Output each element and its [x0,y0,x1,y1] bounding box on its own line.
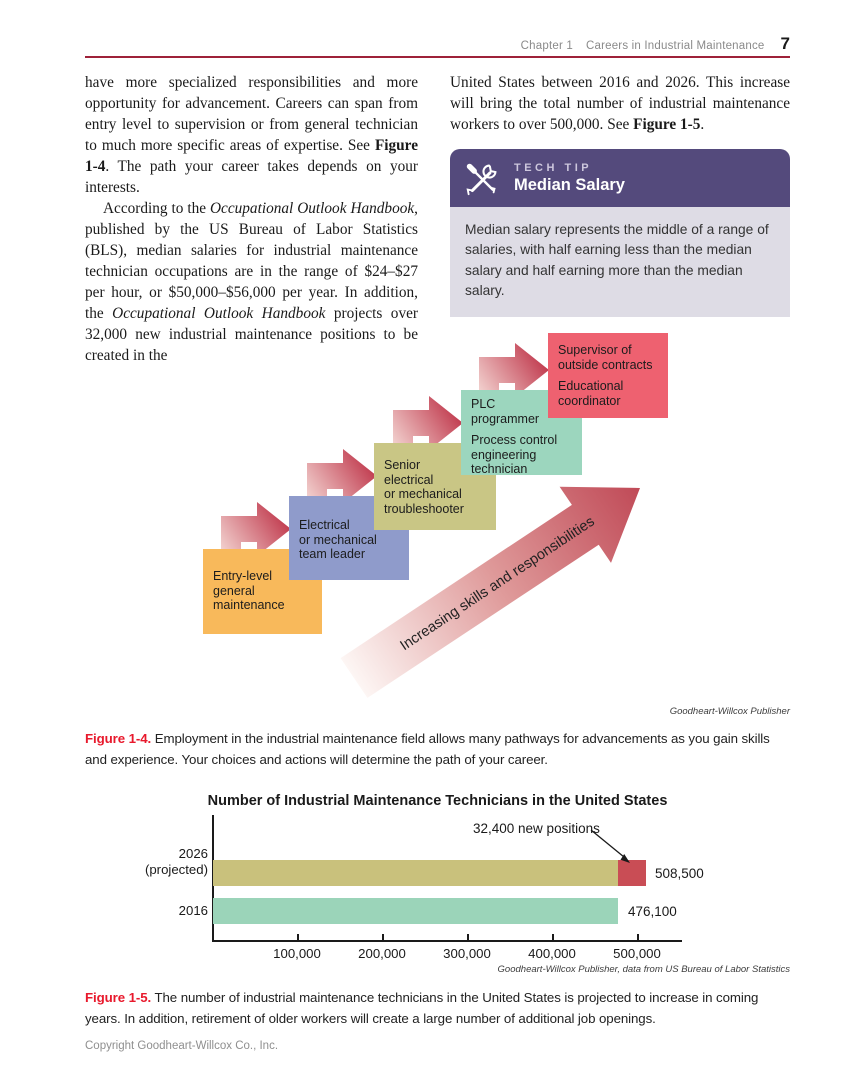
x-axis-tick-label: 400,000 [528,946,576,961]
text-segment: Figure 1-4. [85,731,152,746]
career-step-arrow-icon [221,502,291,560]
x-axis-line [212,940,682,942]
annotation-arrow-icon [590,829,630,863]
career-box-label: Entry-level general maintenance [213,569,285,612]
header-section-title: Careers in Industrial Maintenance [585,40,765,52]
skills-arrow-icon: Increasing skills and responsibilities [340,486,640,698]
career-step-arrow-icon [307,449,377,507]
figure-1-4-diagram: Increasing skills and responsibilities E… [0,332,849,725]
y-axis-line [212,815,214,941]
text-segment: Figure 1-5. [85,990,152,1005]
skills-arrow-label: Increasing skills and responsibilities [397,514,597,654]
career-box-label: Senior electrical or mechanical troubles… [384,458,464,516]
text-segment: Figure 1-5 [633,116,701,133]
figure-1-5-chart: Number of Industrial Maintenance Technic… [0,788,849,986]
text-segment: . [700,116,705,133]
text-segment: According to the [103,200,210,217]
career-box-plc-programmer: PLC programmer Process control engineeri… [461,390,582,476]
tech-tip-body: Median salary represents the middle of a… [450,207,790,318]
career-step-arrow-icon [479,343,549,401]
x-axis-tick-label: 100,000 [273,946,321,961]
x-axis-tick [382,934,384,941]
x-axis-tick [637,934,639,941]
career-step-arrow-icon [393,396,463,454]
text-segment: projects over 32,000 new industrial main… [85,305,418,364]
header-page-number: 7 [780,34,790,53]
paragraph-2: According to the Occupational Outlook Ha… [85,198,418,366]
career-box-label: Process control engineering technician [471,433,558,476]
figure-1-5-caption: Figure 1-5. The number of industrial mai… [85,988,790,1029]
career-box-supervisor: Supervisor of outside contracts Educatio… [548,333,668,418]
page-header: Chapter 1 Careers in Industrial Maintena… [85,34,790,54]
text-segment: Occupational Outlook Handbook [112,305,326,322]
tech-tip-heading-text: TECH TIP Median Salary [514,162,625,195]
header-chapter-label: Chapter 1 [520,40,573,52]
crossed-tools-icon [466,163,497,195]
tech-tip-box: TECH TIP Median Salary Median salary rep… [450,149,790,318]
career-box-label: Educational coordinator [558,379,624,408]
x-axis-tick [552,934,554,941]
tech-tip-title: Median Salary [514,175,625,194]
bar-2026-base-segment [213,860,618,886]
header-rule [85,56,790,58]
figure-1-4-caption: Figure 1-4. Employment in the industrial… [85,729,790,770]
text-segment: United States between 2016 and 2026. Thi… [450,74,790,133]
copyright-footer: Copyright Goodheart-Willcox Co., Inc. [85,1040,279,1052]
chart-annotation: 32,400 new positions [473,821,600,836]
bar-2026 [213,860,646,886]
paragraph-1: have more specialized responsibilities a… [85,72,418,198]
tech-tip-kicker: TECH TIP [514,161,593,174]
x-axis-tick-label: 200,000 [358,946,406,961]
career-box-team-leader: Electrical or mechanical team leader [289,496,409,580]
figure-1-4-credit: Goodheart-Willcox Publisher [669,706,790,717]
x-axis-tick-label: 300,000 [443,946,491,961]
text-segment: Figure 1-4 [85,137,418,175]
value-label-2026: 508,500 [655,866,704,881]
bar-2016-segment [213,898,618,924]
paragraph-3: United States between 2016 and 2026. Thi… [450,72,790,135]
text-segment: , published by the US Bureau of Labor St… [85,200,418,322]
text-segment: Occupational Outlook Handbook [210,200,415,217]
text-segment: have more specialized responsibilities a… [85,74,418,154]
x-axis-tick-label: 500,000 [613,946,661,961]
text-column-right: United States between 2016 and 2026. Thi… [450,72,790,366]
value-label-2016: 476,100 [628,904,677,919]
bar-2016 [213,898,618,924]
career-box-label: PLC programmer [471,397,540,426]
bar-2026-new-positions-segment [618,860,646,886]
text-segment: The number of industrial maintenance tec… [85,990,759,1026]
career-box-label: Electrical or mechanical team leader [299,518,377,561]
text-segment: . The path your career takes depends on … [85,158,418,196]
tech-tip-header: TECH TIP Median Salary [450,149,790,207]
figure-1-5-credit: Goodheart-Willcox Publisher, data from U… [497,964,790,975]
body-columns: have more specialized responsibilities a… [85,72,790,366]
text-segment: Employment in the industrial maintenance… [85,731,770,767]
career-box-label: Supervisor of outside contracts [558,343,653,372]
x-axis-tick [467,934,469,941]
x-axis-tick [297,934,299,941]
row-label-2026: 2026 (projected) [144,846,208,877]
text-column-left: have more specialized responsibilities a… [85,72,418,366]
chart-title: Number of Industrial Maintenance Technic… [207,793,668,809]
row-label-2016: 2016 [178,903,208,918]
